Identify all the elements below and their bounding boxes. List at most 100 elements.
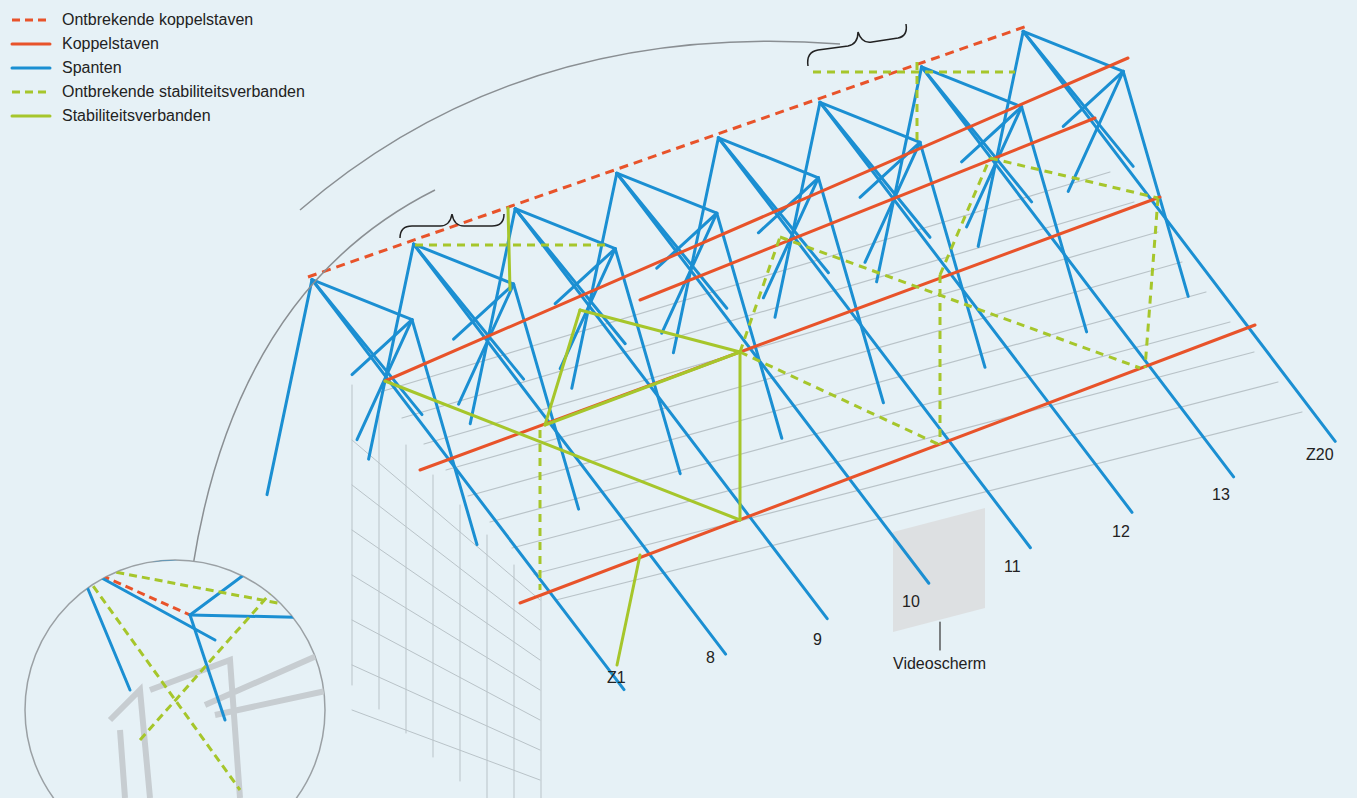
truss-number: Z20	[1306, 445, 1334, 464]
coupling-rod	[420, 197, 1160, 470]
missing-stability-brace	[78, 500, 300, 565]
legend-sample	[12, 43, 50, 46]
stability-brace	[617, 555, 640, 665]
missing-stability-brace	[740, 237, 780, 352]
truss-member	[615, 249, 680, 474]
truss-member	[877, 67, 922, 282]
truss-number: 13	[1212, 485, 1230, 504]
leader-line	[939, 622, 940, 650]
truss-member	[414, 244, 726, 654]
stability-brace	[508, 208, 510, 290]
truss-member	[1023, 31, 1133, 166]
truss-member	[352, 320, 412, 375]
facade-line	[460, 505, 461, 781]
legend-sample	[12, 115, 50, 118]
missing-stability-brace	[740, 352, 940, 445]
truss-member	[1068, 71, 1123, 191]
truss-member	[470, 209, 515, 424]
truss-number: Z1	[607, 668, 626, 687]
stand-row	[446, 262, 1182, 470]
legend-text: Stabiliteitsverbanden	[62, 106, 211, 125]
facade-line	[352, 665, 540, 750]
legend-text: Ontbrekende stabiliteitsverbanden	[62, 82, 305, 101]
facade-line	[352, 485, 540, 630]
facade-line	[352, 575, 540, 690]
truss-member	[190, 615, 330, 618]
truss-member	[515, 209, 625, 344]
missing-stability-brace	[940, 158, 990, 275]
truss-member	[820, 102, 1132, 512]
truss-member	[962, 107, 1022, 162]
video-screen	[893, 508, 985, 632]
missing-stability-brace	[990, 158, 1158, 198]
truss-number: 11	[1004, 557, 1021, 576]
legend-sample	[12, 67, 50, 70]
facade-line	[379, 415, 380, 709]
truss-member	[515, 209, 827, 619]
facade-line	[352, 710, 540, 780]
truss-member	[414, 244, 524, 379]
legend-text: Koppelstaven	[62, 34, 159, 53]
missing-stability-brace	[1145, 198, 1158, 368]
truss-member	[1022, 107, 1087, 332]
truss-member	[190, 548, 280, 615]
bracket	[400, 214, 504, 238]
truss-member	[572, 173, 617, 388]
truss-member	[818, 178, 883, 403]
missing-stability-brace	[78, 565, 240, 790]
truss-member	[78, 565, 130, 690]
missing-stability-brace	[539, 430, 542, 590]
stability-brace	[580, 310, 740, 352]
missing-stability-brace	[78, 565, 325, 612]
truss-member	[617, 173, 929, 583]
stability-brace	[545, 352, 740, 425]
missing-stability-brace	[780, 237, 1140, 368]
callout-curve	[185, 190, 435, 630]
facade-line	[352, 620, 540, 720]
callout-curve	[300, 41, 840, 210]
coupling-rod	[640, 118, 1095, 300]
facade-line	[352, 440, 540, 600]
truss-member	[369, 244, 414, 459]
part-label: Videoscherm	[893, 654, 986, 673]
stand-row	[380, 172, 1110, 392]
truss-member	[312, 280, 624, 690]
truss-member	[412, 320, 477, 545]
facade-line	[352, 530, 540, 660]
facade-line	[487, 535, 488, 798]
facade-line	[352, 385, 353, 685]
truss-number: 9	[813, 630, 822, 649]
legend-text: Ontbrekende koppelstaven	[62, 10, 253, 29]
legend-sample	[12, 19, 50, 22]
stability-brace	[739, 352, 742, 520]
legend-sample	[12, 91, 50, 94]
truss-member	[312, 280, 422, 415]
truss-member	[190, 615, 225, 720]
truss-number: 12	[1112, 522, 1130, 541]
truss-member	[454, 284, 514, 339]
missing-stability-brace	[813, 71, 1015, 74]
truss-member	[1023, 31, 1335, 441]
legend-text: Spanten	[62, 58, 122, 77]
missing-stability-brace	[140, 560, 300, 740]
coupling-rod	[385, 58, 1128, 381]
truss-number: 10	[902, 592, 920, 611]
missing-coupling-rod	[308, 25, 1030, 277]
truss-member	[1123, 71, 1188, 296]
bracket	[808, 24, 907, 66]
stability-brace	[545, 310, 580, 425]
facade-line	[514, 565, 515, 798]
truss-number: 8	[706, 648, 715, 667]
detail-inset-content	[78, 500, 330, 798]
truss-member	[514, 284, 579, 509]
missing-stability-brace	[939, 275, 942, 445]
stability-brace	[385, 381, 740, 520]
missing-stability-brace	[415, 244, 610, 247]
truss-member	[78, 552, 278, 565]
facade-line	[433, 475, 434, 757]
truss-member	[978, 31, 1023, 246]
facade-line	[541, 595, 542, 798]
stand-row	[424, 232, 1158, 444]
stand-detail	[110, 650, 330, 798]
truss-member	[820, 102, 930, 237]
